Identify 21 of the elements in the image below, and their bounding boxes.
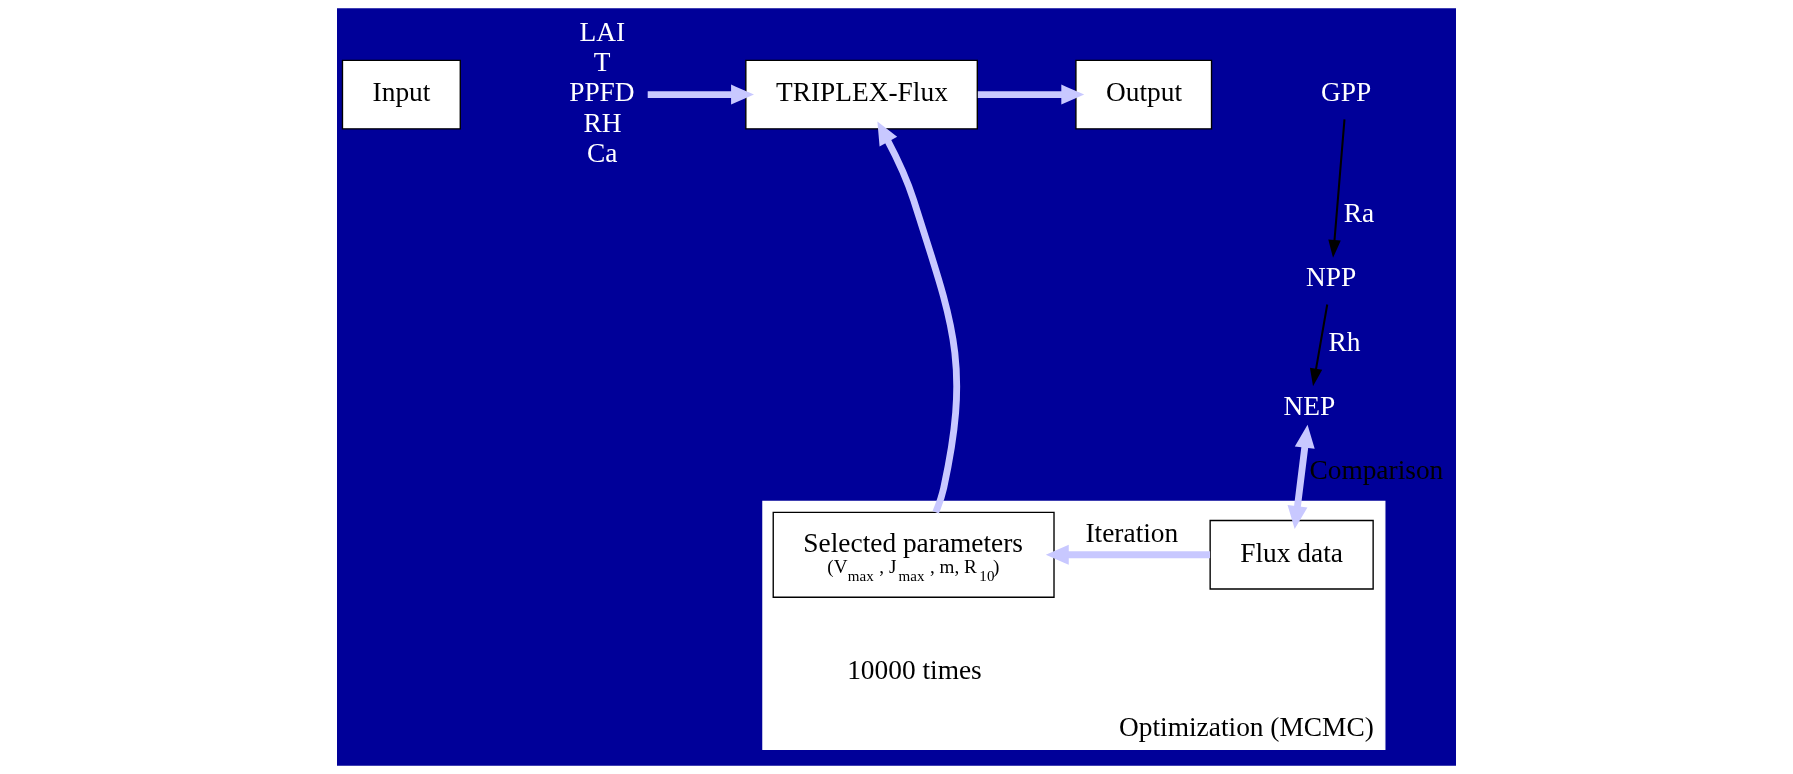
node-text: LAI T PPFD RH Ca <box>569 17 635 168</box>
arrow <box>1328 119 1346 258</box>
arrow <box>1309 304 1329 387</box>
node-box: Selected parameters (V$_{max}$ , J$_{max}$ , m, R$_{10}$) <box>772 511 1055 598</box>
node-text: NEP <box>1283 391 1336 422</box>
edge-label: Comparison <box>1309 455 1444 486</box>
node-text: GPP <box>1321 77 1372 108</box>
arrow <box>877 121 961 514</box>
node-box: Output <box>1075 59 1213 130</box>
node-text: NPP <box>1306 262 1357 293</box>
label: 10000 times <box>847 655 982 686</box>
edge-label: Iteration <box>1085 518 1179 549</box>
edge-label: Ra <box>1343 197 1375 228</box>
arrow <box>977 84 1085 105</box>
arrow <box>647 84 754 105</box>
arrow <box>1045 544 1211 565</box>
edge-label: Rh <box>1328 326 1361 357</box>
node-box: Input <box>341 59 461 130</box>
arrow <box>1287 424 1315 529</box>
node-box: Flux data <box>1209 519 1374 590</box>
node-box: TRIPLEX-Flux <box>745 59 978 130</box>
